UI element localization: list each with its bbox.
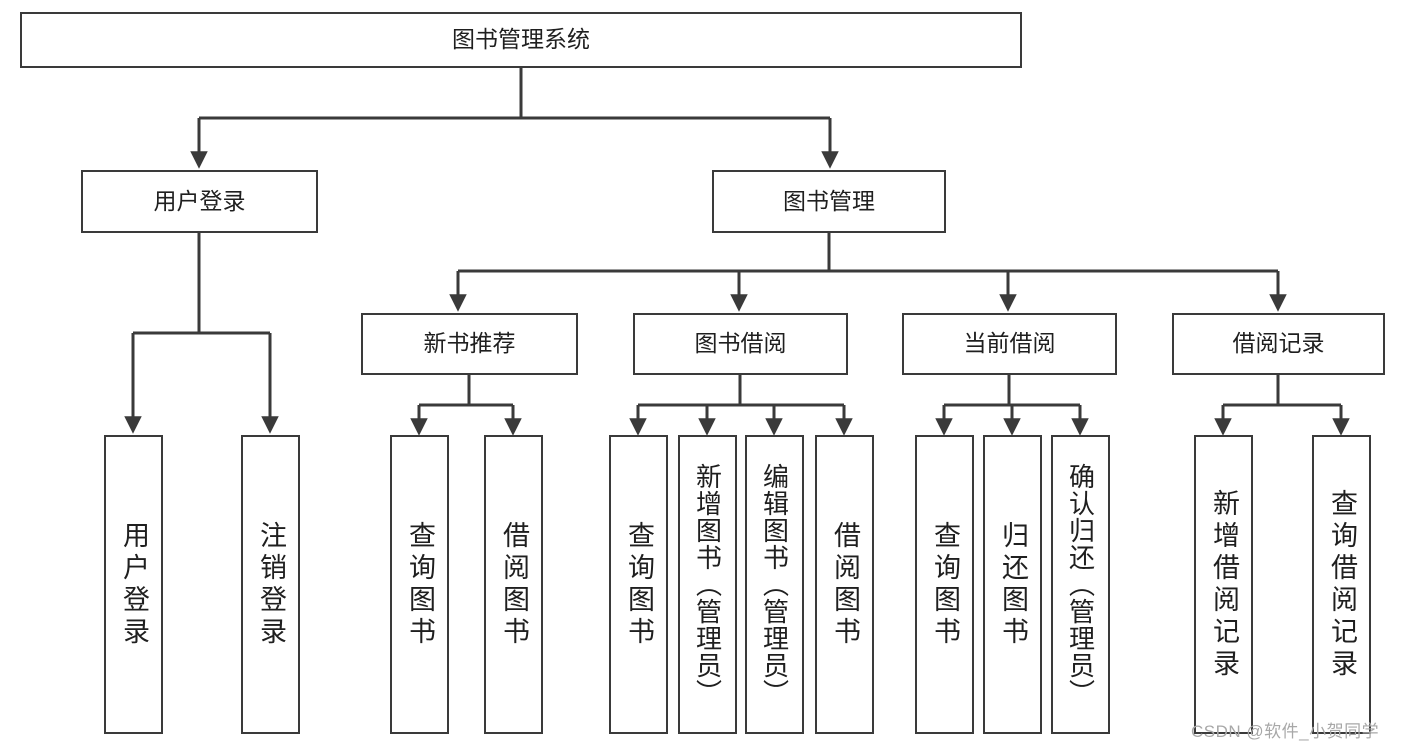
node-label: 查询图书 [930,520,960,649]
node-new-book-recommend[interactable]: 新书推荐 [361,313,578,375]
node-label: 归还图书 [998,520,1028,649]
node-label: 查询图书 [624,520,654,649]
node-label: 新增借阅记录 [1209,488,1239,681]
node-label: 借阅图书 [830,520,860,649]
node-label: 用户登录 [153,187,246,214]
node-label: 编辑图书（管理员） [759,463,790,706]
node-current-borrow[interactable]: 当前借阅 [902,313,1117,375]
node-leaf-query-book-current[interactable]: 查询图书 [915,435,974,734]
node-label: 图书管理系统 [452,26,590,53]
node-label: 当前借阅 [963,330,1056,357]
node-leaf-query-book-recommend[interactable]: 查询图书 [390,435,449,734]
node-root-system[interactable]: 图书管理系统 [20,12,1022,68]
node-leaf-borrow-book-recommend[interactable]: 借阅图书 [484,435,543,734]
node-leaf-return-book[interactable]: 归还图书 [983,435,1042,734]
node-leaf-query-borrow-record[interactable]: 查询借阅记录 [1312,435,1371,734]
node-label: 图书管理 [783,187,875,214]
node-leaf-add-book-admin[interactable]: 新增图书（管理员） [678,435,737,734]
node-leaf-query-book[interactable]: 查询图书 [609,435,668,734]
node-label: 借阅记录 [1232,330,1325,357]
node-label: 新书推荐 [423,330,516,357]
node-label: 新增图书（管理员） [692,463,723,706]
node-label: 注销登录 [256,520,286,649]
node-label: 查询借阅记录 [1327,488,1357,681]
node-leaf-logout[interactable]: 注销登录 [241,435,300,734]
node-leaf-edit-book-admin[interactable]: 编辑图书（管理员） [745,435,804,734]
node-user-login[interactable]: 用户登录 [81,170,318,233]
node-label: 确认归还（管理员） [1065,463,1096,706]
node-label: 借阅图书 [499,520,529,649]
node-label: 查询图书 [405,520,435,649]
node-book-borrow[interactable]: 图书借阅 [633,313,848,375]
csdn-watermark: CSDN @软件_小贺同学 [1191,722,1380,741]
node-label: 用户登录 [119,520,149,649]
node-label: 图书借阅 [694,330,787,357]
node-book-management[interactable]: 图书管理 [712,170,946,233]
node-leaf-borrow-book[interactable]: 借阅图书 [815,435,874,734]
node-leaf-user-login[interactable]: 用户登录 [104,435,163,734]
node-leaf-add-borrow-record[interactable]: 新增借阅记录 [1194,435,1253,734]
node-leaf-confirm-return-admin[interactable]: 确认归还（管理员） [1051,435,1110,734]
node-borrow-record[interactable]: 借阅记录 [1172,313,1385,375]
